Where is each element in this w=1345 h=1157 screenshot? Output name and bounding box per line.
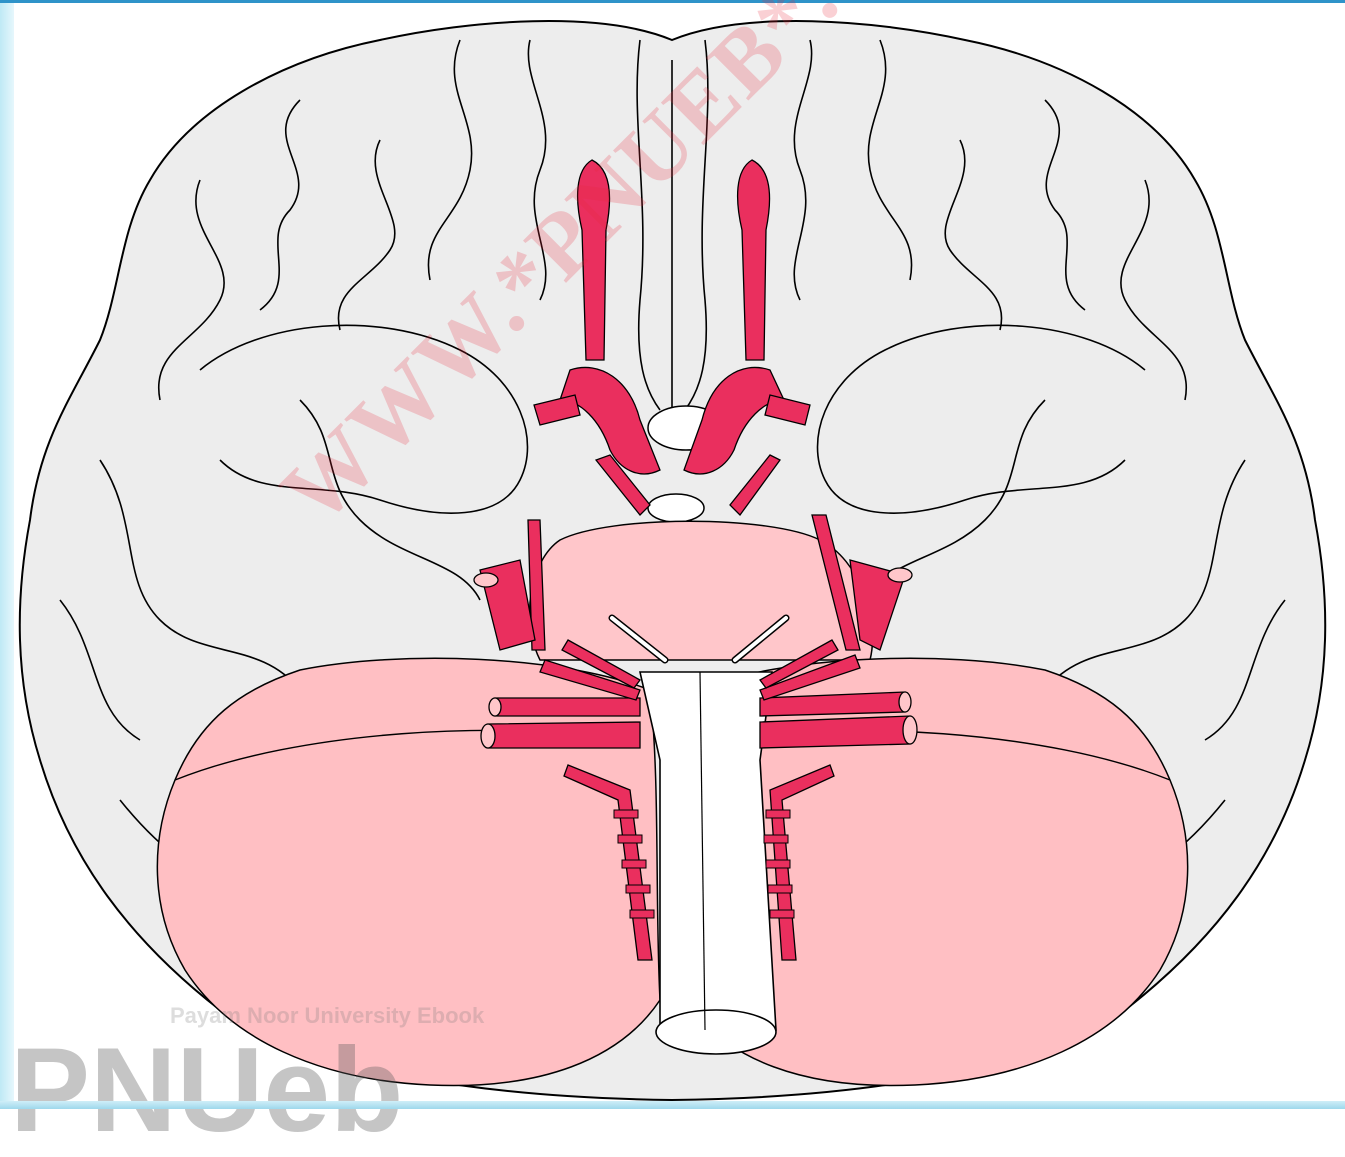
bottom-frame-strip	[0, 1101, 1345, 1109]
medulla	[640, 672, 776, 1030]
brand-logo: PNUeb	[10, 1030, 403, 1150]
mammillary-body	[648, 494, 704, 522]
spinal-cord-section	[656, 1010, 776, 1054]
